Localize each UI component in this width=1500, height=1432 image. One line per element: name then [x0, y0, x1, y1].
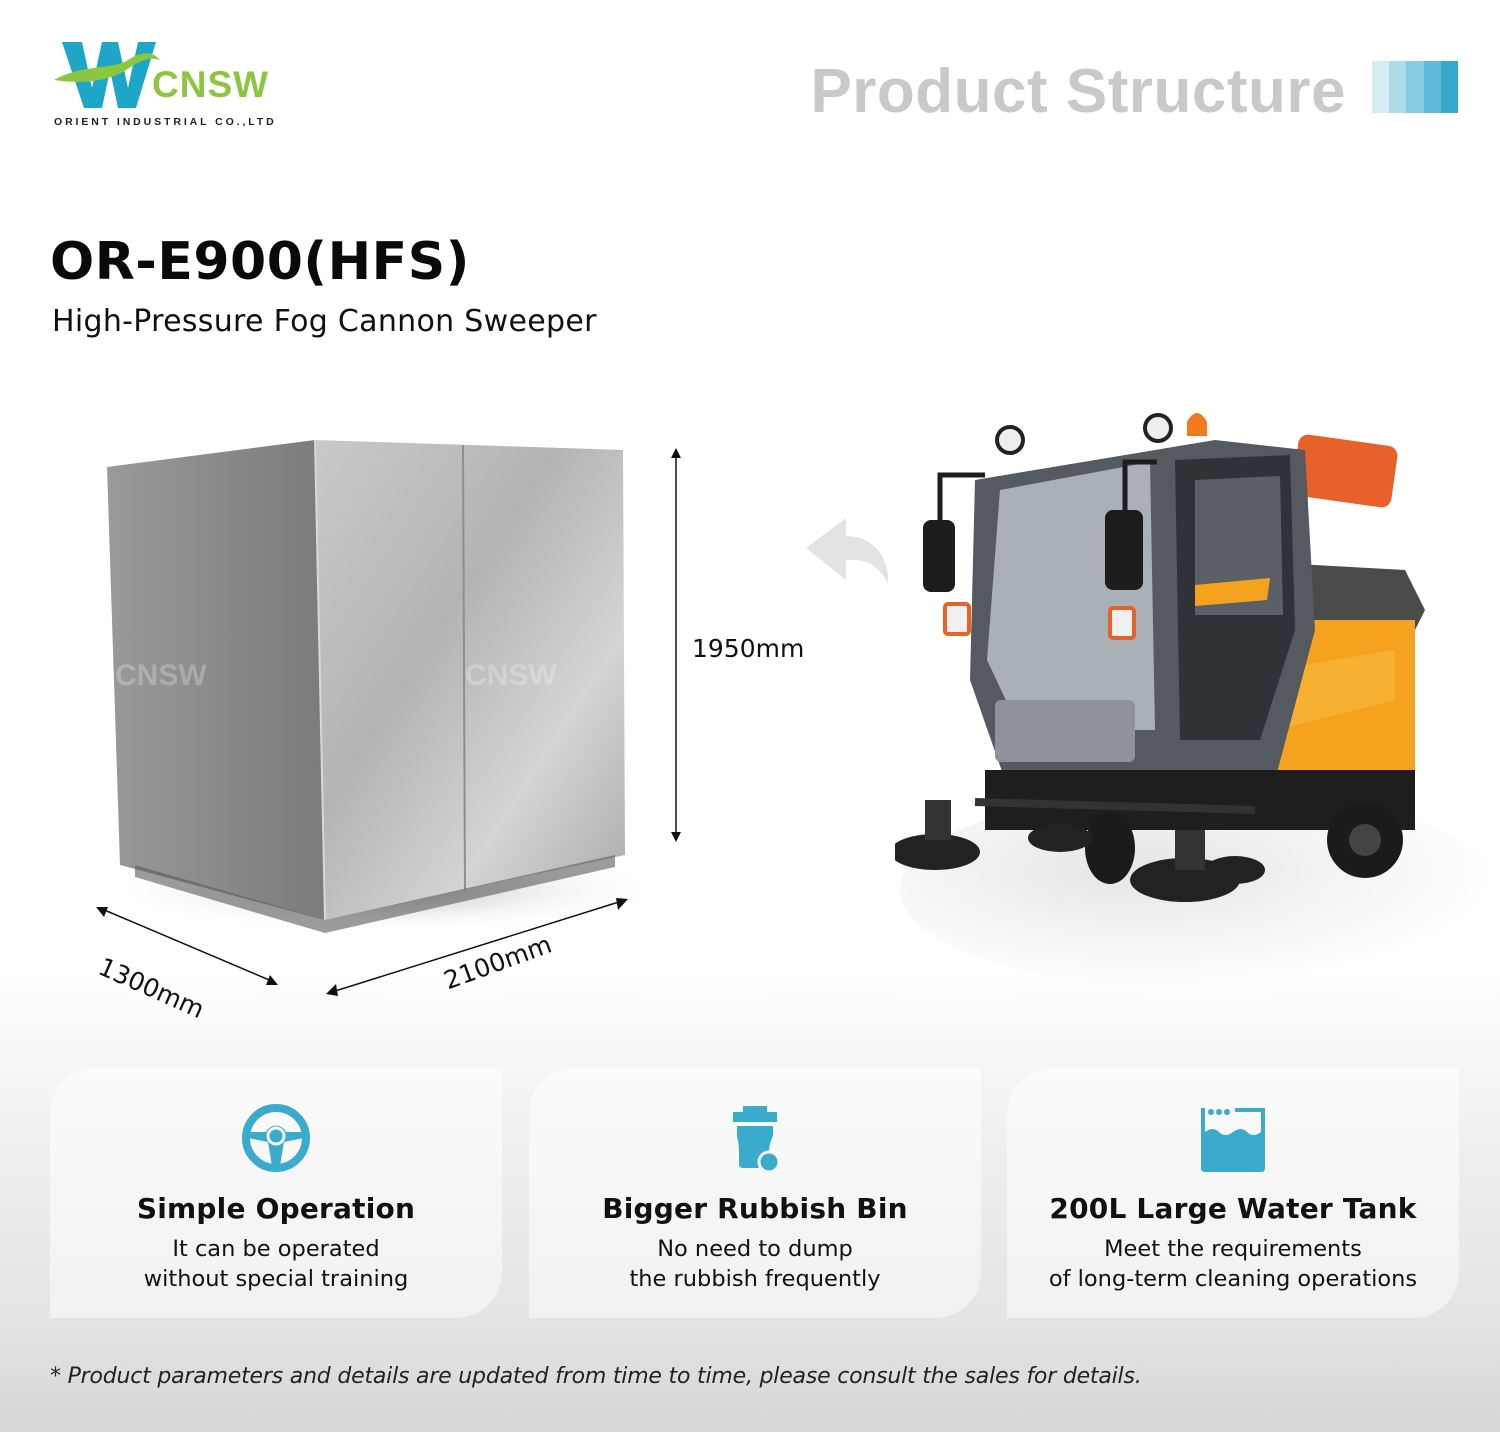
feature-title: Simple Operation: [136, 1192, 416, 1225]
steering-wheel-icon: [242, 1104, 310, 1172]
feature-desc-line: It can be operated: [172, 1236, 380, 1262]
packing-crate-image: CNSW CNSW: [105, 439, 640, 935]
bar-2: [1389, 61, 1407, 113]
model-number: OR-E900(HFS): [50, 232, 470, 292]
curved-back-arrow-icon: [806, 518, 889, 584]
feature-card-rubbish-bin: Bigger Rubbish Bin No need to dump the r…: [529, 1068, 981, 1318]
water-tank-icon: [1201, 1108, 1265, 1172]
feature-desc-line: Meet the requirements: [1104, 1236, 1362, 1262]
feature-desc-line: of long-term cleaning operations: [1048, 1266, 1418, 1292]
product-name: High-Pressure Fog Cannon Sweeper: [52, 304, 597, 339]
feature-card-water-tank: 200L Large Water Tank Meet the requireme…: [1007, 1068, 1459, 1318]
feature-title: Bigger Rubbish Bin: [602, 1192, 908, 1225]
disclaimer-footnote: * Product parameters and details are upd…: [50, 1364, 1142, 1389]
height-dimension-label: 1950mm: [692, 634, 805, 663]
feature-title: 200L Large Water Tank: [1049, 1192, 1417, 1225]
feature-card-simple-operation: Simple Operation It can be operated with…: [50, 1068, 502, 1318]
width-dimension-arrow: [326, 898, 628, 996]
svg-text:CNSW: CNSW: [115, 659, 207, 692]
brand-logo: CNSW ORIENT INDUSTRIAL CO.,LTD: [52, 40, 292, 132]
logo-text: CNSW: [152, 64, 270, 105]
rubbish-bin-icon: [733, 1106, 781, 1174]
logo-subtitle: ORIENT INDUSTRIAL CO.,LTD: [54, 116, 277, 128]
bar-5: [1440, 61, 1459, 113]
feature-desc-line: No need to dump: [657, 1236, 853, 1262]
feature-description: Meet the requirements of long-term clean…: [1007, 1234, 1459, 1294]
height-dimension-arrow: [671, 448, 681, 842]
logo-w-mark-icon: [54, 42, 160, 108]
bar-4: [1423, 61, 1441, 113]
bar-3: [1406, 61, 1424, 113]
title-decoration-bars: [1372, 61, 1459, 113]
feature-desc-line: without special training: [143, 1266, 409, 1292]
section-title: Product Structure: [810, 57, 1346, 126]
svg-text:CNSW: CNSW: [465, 659, 557, 692]
feature-desc-line: the rubbish frequently: [629, 1266, 881, 1292]
feature-description: It can be operated without special train…: [50, 1234, 502, 1294]
bar-1: [1372, 61, 1390, 113]
sweeper-machine-image: [895, 413, 1425, 902]
depth-dimension-arrow: [96, 907, 278, 985]
feature-description: No need to dump the rubbish frequently: [529, 1234, 981, 1294]
